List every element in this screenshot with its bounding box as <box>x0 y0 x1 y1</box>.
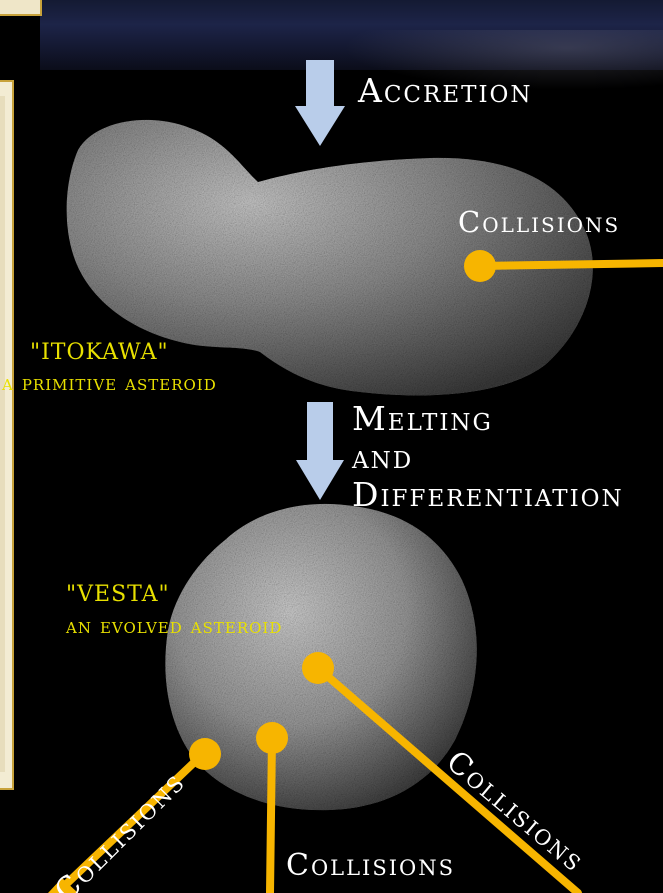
collisions-label-middle: Collisions <box>286 848 455 883</box>
accretion-label: Accretion <box>358 74 533 107</box>
melting-label: Melting <box>352 402 493 435</box>
itokawa-name-label: "ITOKAWA" <box>30 340 169 365</box>
and-label: and <box>352 440 413 473</box>
collisions-label-itokawa: Collisions <box>458 205 620 239</box>
vesta-description-label: an evolved asteroid <box>66 614 282 639</box>
collision-point-left <box>189 738 221 770</box>
melting-arrow <box>296 402 344 500</box>
collision-line-itokawa <box>480 263 663 266</box>
collision-point-itokawa <box>464 250 496 282</box>
differentiation-label: Differentiation <box>352 478 624 511</box>
collision-point-right <box>302 652 334 684</box>
itokawa-description-label: a primitive asteroid <box>2 371 217 396</box>
vesta-name-label: "VESTA" <box>66 582 170 607</box>
accretion-arrow <box>295 60 345 146</box>
collision-point-middle <box>256 722 288 754</box>
collision-line-middle <box>270 738 272 893</box>
